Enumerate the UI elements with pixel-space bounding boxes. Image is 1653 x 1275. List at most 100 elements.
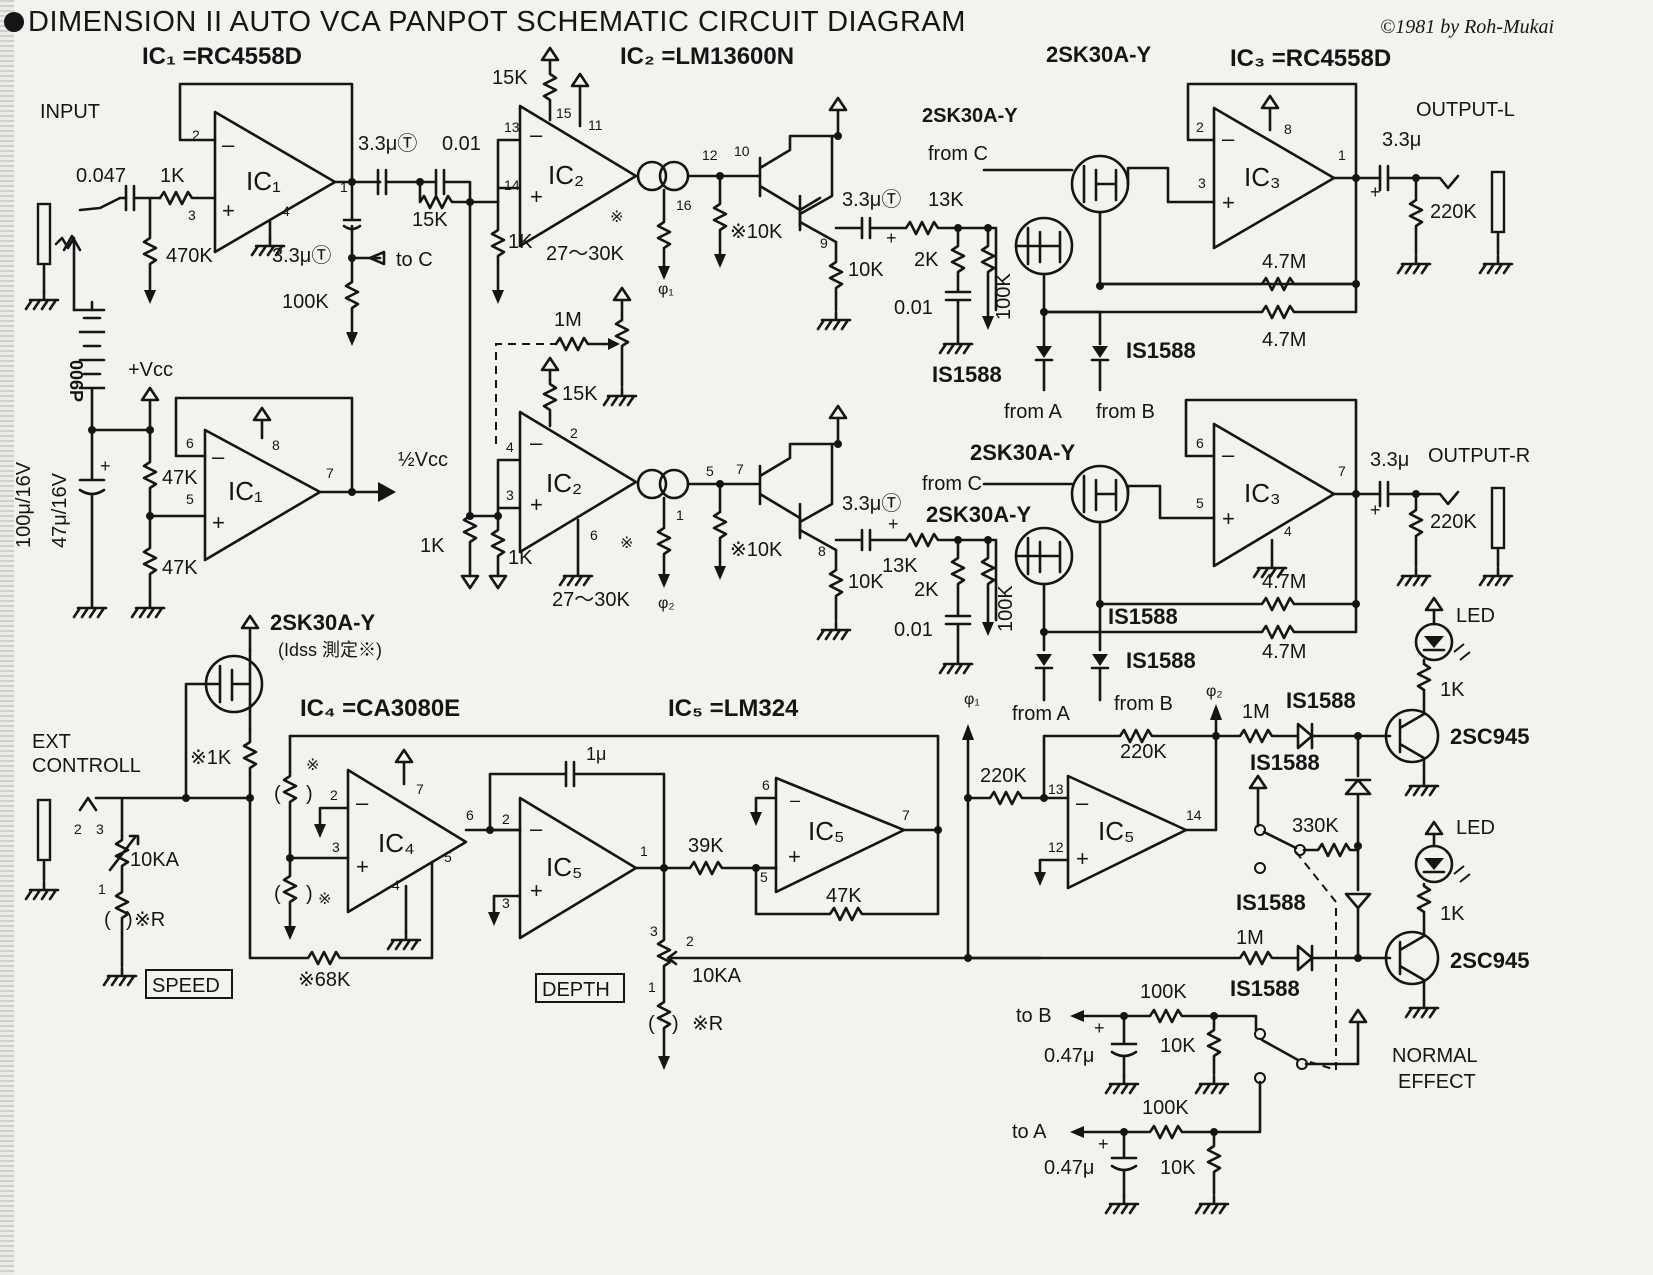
pin-label: 13 bbox=[504, 119, 520, 135]
pin-label: 3 bbox=[1198, 175, 1206, 191]
ic1-opamp-bias bbox=[203, 428, 322, 562]
ic5-inverter-label: IC₅ bbox=[1098, 816, 1134, 846]
pin-label: 5 bbox=[444, 849, 452, 865]
pin-label: 4 bbox=[1284, 523, 1292, 539]
r-1m-bal: 1M bbox=[554, 309, 582, 331]
pin-label: 12 bbox=[1048, 839, 1064, 855]
r-1k-lower-b: 1K bbox=[508, 547, 533, 569]
r-10k-lower-emitter: 10K bbox=[848, 571, 884, 593]
pin-label: 7 bbox=[902, 807, 910, 823]
fet-upper-label: 2SK30A-Y bbox=[922, 105, 1018, 127]
pin-label: 3 bbox=[332, 839, 340, 855]
pin-label: 1 bbox=[98, 881, 106, 897]
idss-note: (Idss 測定※) bbox=[278, 640, 382, 660]
from-a-upper: from A bbox=[1004, 401, 1062, 423]
r-15k-ic2-label: 15K bbox=[492, 67, 528, 89]
ic5-comparator-label: IC₅ bbox=[808, 816, 844, 846]
pin-label: 2 bbox=[502, 811, 510, 827]
r-10k-to-a: 10K bbox=[1160, 1157, 1196, 1179]
pin-label: 2 bbox=[1196, 119, 1204, 135]
r-47k-lower-div: 47K bbox=[162, 557, 198, 579]
pin-label: 4 bbox=[392, 877, 400, 893]
svg-text:–: – bbox=[790, 790, 800, 810]
pin-label: 1 bbox=[340, 179, 348, 195]
svg-text:+: + bbox=[886, 228, 897, 248]
r-4-7m-upper-a: 4.7M bbox=[1262, 251, 1306, 273]
diode-is1588-a: IS1588 bbox=[932, 362, 1002, 387]
to-c-label: to C bbox=[396, 249, 433, 271]
svg-text:+: + bbox=[530, 492, 543, 517]
svg-text:–: – bbox=[1222, 442, 1235, 467]
svg-text:+: + bbox=[1370, 500, 1381, 520]
svg-text:+: + bbox=[100, 456, 111, 476]
diode-led-c: IS1588 bbox=[1236, 890, 1306, 915]
star-note: ※ bbox=[306, 757, 319, 774]
r-4-7m-lower-b: 4.7M bbox=[1262, 641, 1306, 663]
fet-lfo-label: 2SK30A-Y bbox=[270, 610, 375, 635]
pin-label: 1 bbox=[640, 843, 648, 859]
ic5-inverter bbox=[1066, 774, 1188, 890]
r-100k-ic1-label: 100K bbox=[282, 291, 329, 313]
input-label: INPUT bbox=[40, 101, 100, 123]
ic3-upper-stage: IC₃ –+ IC₃ =RC4558D 8 2 3 1 4.7M 4.7M 3.… bbox=[1042, 45, 1515, 351]
from-c-lower-label: from C bbox=[922, 473, 982, 495]
depth-label: DEPTH bbox=[542, 979, 610, 1001]
r-39k-label: 39K bbox=[688, 835, 724, 857]
r-10k-to-b: 10K bbox=[1160, 1035, 1196, 1057]
ic1-opamp-top bbox=[213, 110, 337, 254]
r-47k-comp: 47K bbox=[826, 885, 862, 907]
ic5-integrator-label: IC₅ bbox=[546, 852, 582, 882]
r-13k-lower: 13K bbox=[882, 555, 918, 577]
pin-label: 4 bbox=[282, 203, 290, 219]
pin-label: 16 bbox=[676, 197, 692, 213]
output-r-jack-icon bbox=[1490, 486, 1506, 550]
ic2-upper-stage: IC₂ –+ IC₂ =LM13600N 13 14 1K 15K 15 11 … bbox=[490, 43, 1018, 355]
r-10ka-depth: 10KA bbox=[692, 965, 742, 987]
pin-label: 7 bbox=[326, 465, 334, 481]
ic1-part-number: IC₁ =RC4558D bbox=[142, 43, 302, 70]
ext-label-1: EXT bbox=[32, 731, 71, 753]
pin-label: 3 bbox=[650, 923, 658, 939]
half-vcc-label: ½Vcc bbox=[398, 449, 448, 471]
title-text: DIMENSION II AUTO VCA PANPOT SCHEMATIC C… bbox=[28, 6, 966, 38]
pin-label: 2 bbox=[686, 933, 694, 949]
to-a-label: to A bbox=[1012, 1121, 1047, 1143]
speed-label: SPEED bbox=[152, 975, 220, 997]
pin-label: 12 bbox=[702, 147, 718, 163]
phi1-label: φ₁ bbox=[658, 281, 674, 298]
c-100u-label: 100μ/16V bbox=[13, 461, 35, 548]
r-68k-star: ※68K bbox=[298, 969, 351, 991]
diode-is1588-d: IS1588 bbox=[1126, 648, 1196, 673]
pin-label: 8 bbox=[818, 543, 826, 559]
phase-led-section: φ₁ 220K IC₅ –+ 13 12 14 220K φ₂ 1M IS158… bbox=[962, 596, 1530, 1215]
r-220k-inv-fb: 220K bbox=[1120, 741, 1167, 763]
pin-label: 9 bbox=[820, 235, 828, 251]
ic1-bias-label: IC₁ bbox=[228, 476, 263, 506]
ic3-lower-stage: IC₃ –+ 4 6 5 7 4.7M 4.7M 3.3μ + OUTPUT-R… bbox=[1040, 398, 1530, 663]
svg-text:): ) bbox=[306, 883, 313, 905]
scan-edge bbox=[0, 0, 14, 1275]
speed-box bbox=[145, 969, 233, 999]
svg-text:–: – bbox=[530, 122, 543, 147]
pin-label: 3 bbox=[96, 821, 104, 837]
r-220k-out-l: 220K bbox=[1430, 201, 1477, 223]
r-10k-upper-emitter: 10K bbox=[848, 259, 884, 281]
pin-label: 15 bbox=[556, 105, 572, 121]
pin-label: 10 bbox=[734, 143, 750, 159]
pin-label: 2 bbox=[192, 127, 200, 143]
c-33t-darl-lower: 3.3μⓉ bbox=[842, 492, 901, 515]
pin-label: 5 bbox=[706, 463, 714, 479]
pin-label: 1 bbox=[648, 979, 656, 995]
c-001-lower-filter: 0.01 bbox=[894, 619, 933, 641]
ic4-label: IC₄ bbox=[378, 828, 415, 858]
r-1k-led-lower: 1K bbox=[1440, 903, 1465, 925]
pin-label: 1 bbox=[676, 507, 684, 523]
from-b-upper: from B bbox=[1096, 401, 1155, 423]
plus-sign: + bbox=[222, 198, 235, 223]
svg-text:–: – bbox=[530, 816, 543, 841]
led-lower-label: LED bbox=[1456, 817, 1495, 839]
r-15k-label: 15K bbox=[412, 209, 448, 231]
pin-label: 1 bbox=[1338, 147, 1346, 163]
star-note: ※ bbox=[610, 209, 623, 226]
svg-text:): ) bbox=[306, 783, 313, 805]
